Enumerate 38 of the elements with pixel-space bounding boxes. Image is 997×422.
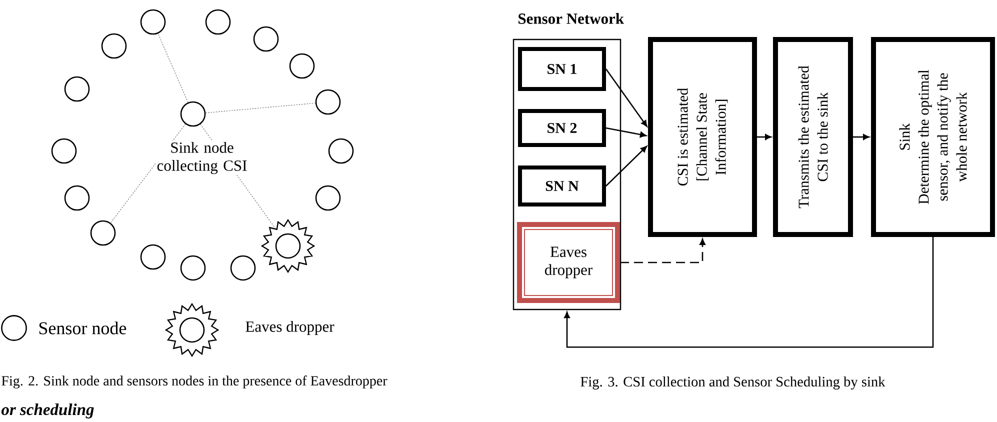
sensor-box: SN N [518,166,606,206]
node-circle [328,138,354,164]
sensor-box: SN 1 [518,47,606,91]
feedback-arrow [564,237,934,348]
process-box: Transmits the estimated CSI to the sink [773,37,853,237]
arrow [606,127,646,138]
group-heading: Sensor Network [518,13,624,24]
node-circle [140,244,166,270]
process-box: CSI is estimated [Channel State Information] [648,37,757,237]
node-circle [205,9,231,35]
legend-label: Eaves dropper [246,320,334,335]
node-circle [180,255,206,281]
figure-caption: Fig. 3. CSI collection and Sensor Scheduling by sink [580,376,886,390]
node-circle [51,138,77,164]
process-box: Sink Determine the optimal sensor, and notify the whole network [871,37,995,237]
arrow [757,134,772,140]
node-circle [64,185,90,211]
arrow [605,68,648,127]
sensor-box: SN 2 [518,109,606,147]
node-label: Sink node collecting CSI [156,140,248,176]
node-circle [64,76,90,102]
node-circle [289,53,315,79]
dotted-line [205,102,316,114]
dotted-line [158,33,188,103]
section-heading: or scheduling [1,404,94,418]
node-circle [315,89,341,115]
node-circle [315,185,341,211]
node-circle [230,255,256,281]
node-circle [253,26,279,52]
node-circle [140,9,166,35]
node-circle [180,101,206,127]
node-circle [101,33,127,59]
node-circle [90,220,116,246]
dashed-arrow [620,238,706,264]
eavesdropper-box: Eaves dropper [517,222,620,303]
legend-label: Sensor node [39,322,126,334]
arrow [853,134,870,140]
figure-caption: Fig. 2. Sink node and sensors nodes in the presence of Eavesdropper [2,376,388,388]
